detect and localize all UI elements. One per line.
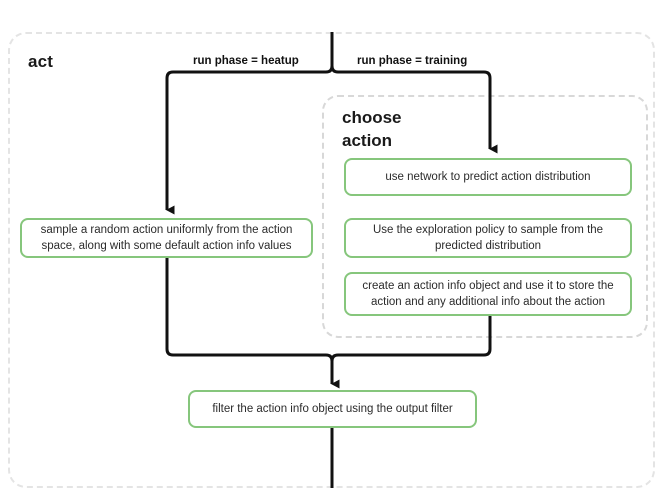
edge-label-training: run phase = training xyxy=(357,55,468,67)
group-title-line-1: choose xyxy=(342,108,402,127)
edge-label-heatup: run phase = heatup xyxy=(193,55,299,67)
choose-action-group-title: choose action xyxy=(342,106,482,152)
page-title: act xyxy=(28,52,54,71)
node-use-network-predict[interactable]: use network to predict action distributi… xyxy=(344,158,632,196)
group-title-line-2: action xyxy=(342,131,393,150)
node-exploration-policy-sample[interactable]: Use the exploration policy to sample fro… xyxy=(344,218,632,258)
node-filter-action-info[interactable]: filter the action info object using the … xyxy=(188,390,477,428)
node-sample-random-action[interactable]: sample a random action uniformly from th… xyxy=(20,218,313,258)
node-create-action-info[interactable]: create an action info object and use it … xyxy=(344,272,632,316)
